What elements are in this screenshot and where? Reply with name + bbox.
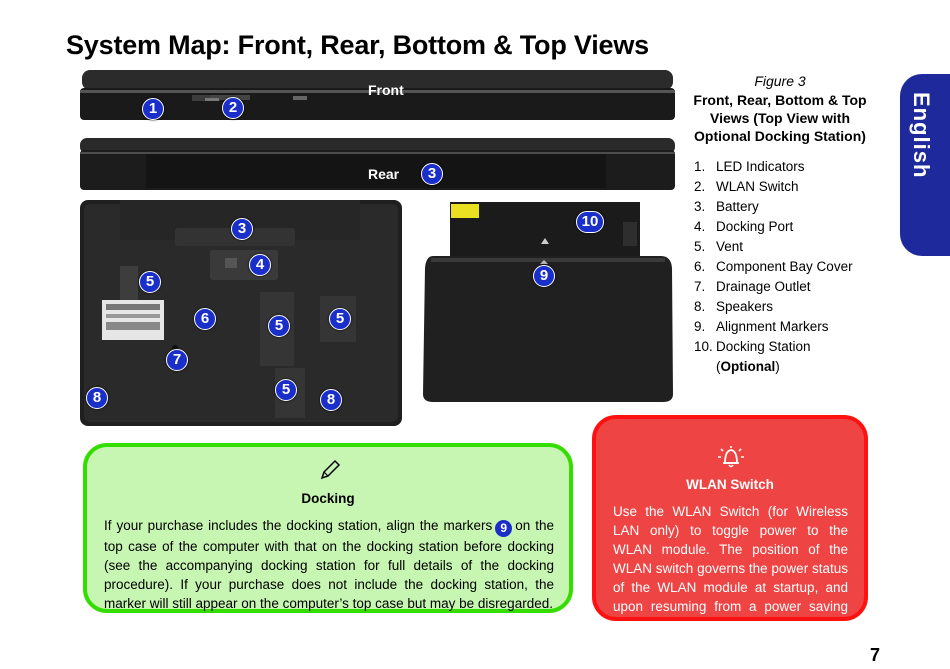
callout-2: 2 [222,97,244,119]
callout-6: 6 [194,308,216,330]
callout-8-b: 8 [320,389,342,411]
callout-3-bottom: 3 [231,218,253,240]
rear-view-photo: Rear 3 [80,136,675,190]
list-item: 7.Drainage Outlet [694,279,811,294]
front-view-label: Front [368,82,404,98]
wlan-note-title: WLAN Switch [686,477,774,492]
list-item: 8.Speakers [694,299,774,314]
list-item: 9.Alignment Markers [694,319,829,334]
language-tab[interactable]: English [900,74,950,256]
callout-3-rear: 3 [421,163,443,185]
callout-7: 7 [166,349,188,371]
laptop-rear-image [80,138,675,190]
laptop-front-image [80,70,675,120]
docking-note-body: If your purchase includes the docking st… [104,518,554,611]
figure-number: Figure 3 [754,73,806,89]
callout-10: 10 [576,211,604,233]
language-tab-label: English [909,92,934,179]
laptop-bottom-image [80,200,402,426]
callout-5-b: 5 [268,315,290,337]
bottom-view-photo: 3 4 5 6 5 5 7 5 8 8 [80,200,402,426]
wlan-note-body: Use the WLAN Switch (for Wireless LAN on… [613,504,848,633]
list-item: 6.Component Bay Cover [694,259,853,274]
list-item: 1.LED Indicators [694,159,805,174]
callout-5-c: 5 [329,308,351,330]
list-item: 2.WLAN Switch [694,179,799,194]
pencil-icon [320,459,341,480]
callout-8-a: 8 [86,387,108,409]
callout-9: 9 [533,265,555,287]
callout-1: 1 [142,98,164,120]
docking-station-photo: 10 9 [423,198,675,404]
docking-station-image [423,202,673,402]
callout-5-a: 5 [139,271,161,293]
marker-9-badge: 9 [495,520,513,537]
docking-note-title: Docking [301,491,355,506]
figure-legend: 1.LED Indicators 2.WLAN Switch 3.Battery… [694,157,884,377]
list-item: 4.Docking Port [694,219,794,234]
page-title: System Map: Front, Rear, Bottom & Top Vi… [66,30,649,60]
figure-caption: Front, Rear, Bottom & Top Views (Top Vie… [693,92,867,144]
callout-4: 4 [249,254,271,276]
list-item: 5.Vent [694,239,744,254]
front-view-photo: Front 1 2 [80,68,675,120]
callout-5-d: 5 [275,379,297,401]
wlan-note: WLAN Switch Use the WLAN Switch (for Wir… [592,415,868,633]
list-item: 3.Battery [694,199,759,214]
rear-view-label: Rear [368,166,400,182]
page-number: 7 [870,645,881,665]
alarm-bell-icon [718,446,744,468]
docking-note: Docking If your purchase includes the do… [83,443,573,613]
list-item: 10.Docking Station(Optional) [694,339,811,374]
